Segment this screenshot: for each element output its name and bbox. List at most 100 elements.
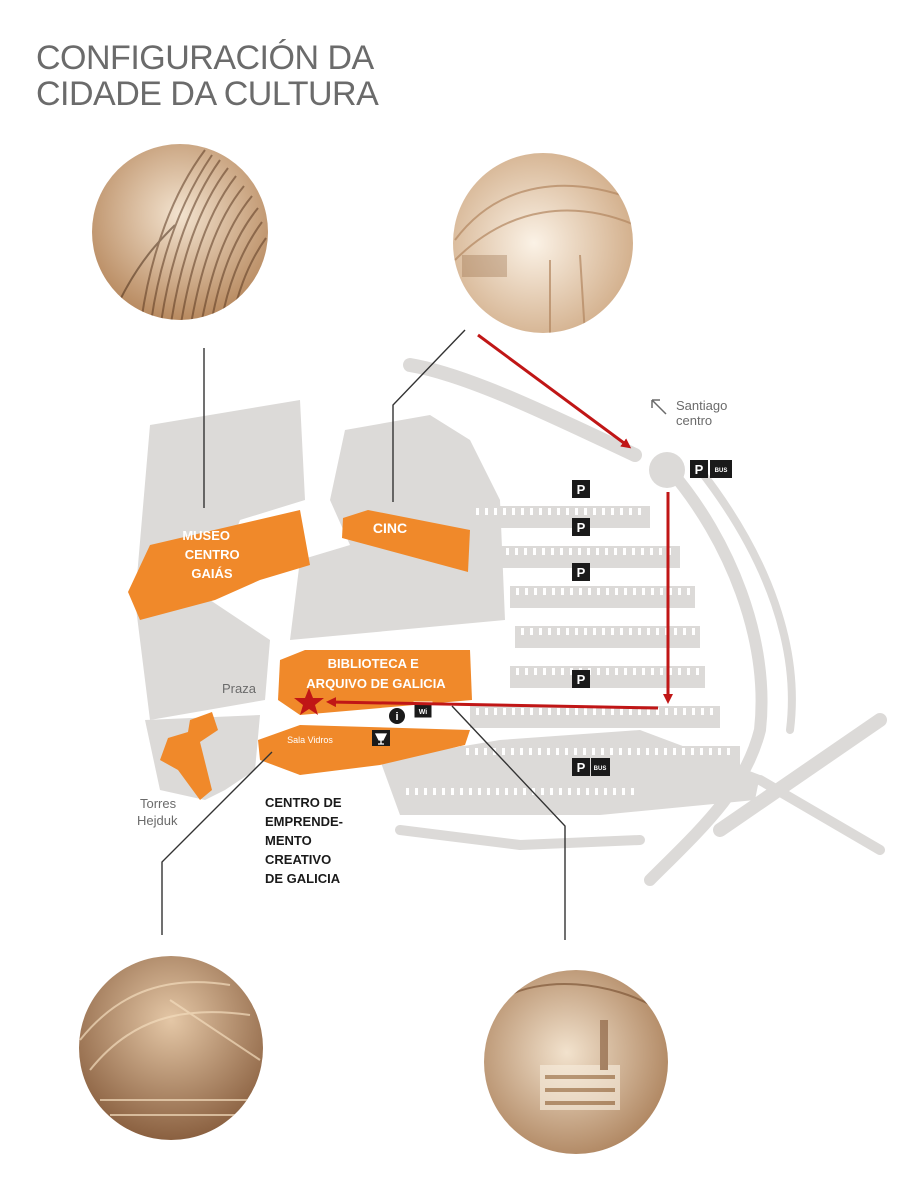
label-cinc: CINC xyxy=(373,520,407,536)
photo-cinc xyxy=(453,153,633,333)
label-torres-line-1: Torres xyxy=(140,796,177,811)
parking-stall xyxy=(557,708,560,715)
parking-stall xyxy=(610,748,613,755)
parking-stall xyxy=(624,588,627,595)
parking-stall xyxy=(566,708,569,715)
road-southeast-2 xyxy=(755,775,885,855)
parking-stall xyxy=(691,748,694,755)
parking-stall xyxy=(656,708,659,715)
svg-text:Wi: Wi xyxy=(419,709,428,716)
parking-stall xyxy=(415,788,418,795)
parking-stall xyxy=(637,748,640,755)
parking-stall xyxy=(614,548,617,555)
svg-text:P: P xyxy=(577,672,586,687)
parking-stall xyxy=(584,708,587,715)
parking-stall xyxy=(539,628,542,635)
parking-stall xyxy=(548,708,551,715)
parking-stall xyxy=(647,708,650,715)
parking-stall xyxy=(659,548,662,555)
route-arrow-1 xyxy=(477,333,632,449)
parking-stall xyxy=(620,708,623,715)
label-museo-line-3: GAIÁS xyxy=(191,566,233,581)
parking-stall xyxy=(475,748,478,755)
parking-stall xyxy=(579,588,582,595)
parking-stall xyxy=(620,508,623,515)
parking-stall xyxy=(570,668,573,675)
parking-stall xyxy=(575,708,578,715)
parking-stall xyxy=(451,788,454,795)
leader-cinc xyxy=(392,329,466,502)
parking-stall xyxy=(460,788,463,795)
parking-stall xyxy=(638,628,641,635)
parking-stall xyxy=(696,668,699,675)
label-centro-line-5: DE GALICIA xyxy=(265,871,341,886)
parking-stall xyxy=(566,508,569,515)
label-biblioteca-line-2: ARQUIVO DE GALICIA xyxy=(306,676,446,691)
parking-stall xyxy=(623,548,626,555)
label-santiago-line-1: Santiago xyxy=(676,398,727,413)
parking-stall xyxy=(692,708,695,715)
roundabout xyxy=(649,452,685,488)
parking-row xyxy=(510,666,705,688)
parking-stall xyxy=(578,548,581,555)
parking-stall xyxy=(542,548,545,555)
parking-stall xyxy=(583,748,586,755)
parking-stall xyxy=(551,548,554,555)
parking-stall xyxy=(628,748,631,755)
parking-stall xyxy=(718,748,721,755)
leader-lines xyxy=(161,329,566,940)
parking-stall xyxy=(566,628,569,635)
parking-stall xyxy=(584,508,587,515)
parking-stall xyxy=(550,788,553,795)
parking-row xyxy=(515,626,700,648)
parking-stall xyxy=(469,788,472,795)
svg-text:P: P xyxy=(577,520,586,535)
parking-stall xyxy=(593,708,596,715)
parking-stall xyxy=(613,788,616,795)
parking-stall xyxy=(669,668,672,675)
parking-stall xyxy=(646,748,649,755)
parking-stall xyxy=(532,788,535,795)
parking-stall xyxy=(524,548,527,555)
parking-stall xyxy=(525,588,528,595)
svg-text:P: P xyxy=(577,482,586,497)
parking-stall xyxy=(683,708,686,715)
parking-stall xyxy=(620,628,623,635)
parking-stall xyxy=(534,668,537,675)
svg-text:P: P xyxy=(577,760,586,775)
parking-stall xyxy=(512,508,515,515)
parking-stall xyxy=(629,508,632,515)
parking-stall xyxy=(602,708,605,715)
parking-stall xyxy=(541,788,544,795)
parking-stall xyxy=(593,508,596,515)
parking-stall xyxy=(678,668,681,675)
parking-stall xyxy=(487,788,490,795)
parking-stall xyxy=(557,508,560,515)
parking-stall xyxy=(700,748,703,755)
leader-centro xyxy=(161,751,273,935)
parking-stall xyxy=(515,548,518,555)
parking-stall xyxy=(575,508,578,515)
parking-stall xyxy=(548,508,551,515)
parking-stall xyxy=(516,668,519,675)
parking-stall xyxy=(561,588,564,595)
parking-stall xyxy=(682,748,685,755)
svg-text:P: P xyxy=(577,565,586,580)
parking-stall xyxy=(568,788,571,795)
label-centro-line-1: CENTRO DE xyxy=(265,795,342,810)
parking-stall xyxy=(655,748,658,755)
parking-stall xyxy=(664,748,667,755)
parking-stall xyxy=(674,708,677,715)
parking-stall xyxy=(538,748,541,755)
road-south-west-spur xyxy=(395,825,645,850)
road-network xyxy=(395,358,887,886)
parking-stall xyxy=(496,788,499,795)
parking-stall xyxy=(604,788,607,795)
parking-stall xyxy=(601,748,604,755)
parking-stall xyxy=(647,628,650,635)
parking-stall xyxy=(494,708,497,715)
svg-text:BUS: BUS xyxy=(594,766,607,772)
parking-stall xyxy=(511,748,514,755)
parking-stall xyxy=(597,668,600,675)
parking-stall xyxy=(530,708,533,715)
